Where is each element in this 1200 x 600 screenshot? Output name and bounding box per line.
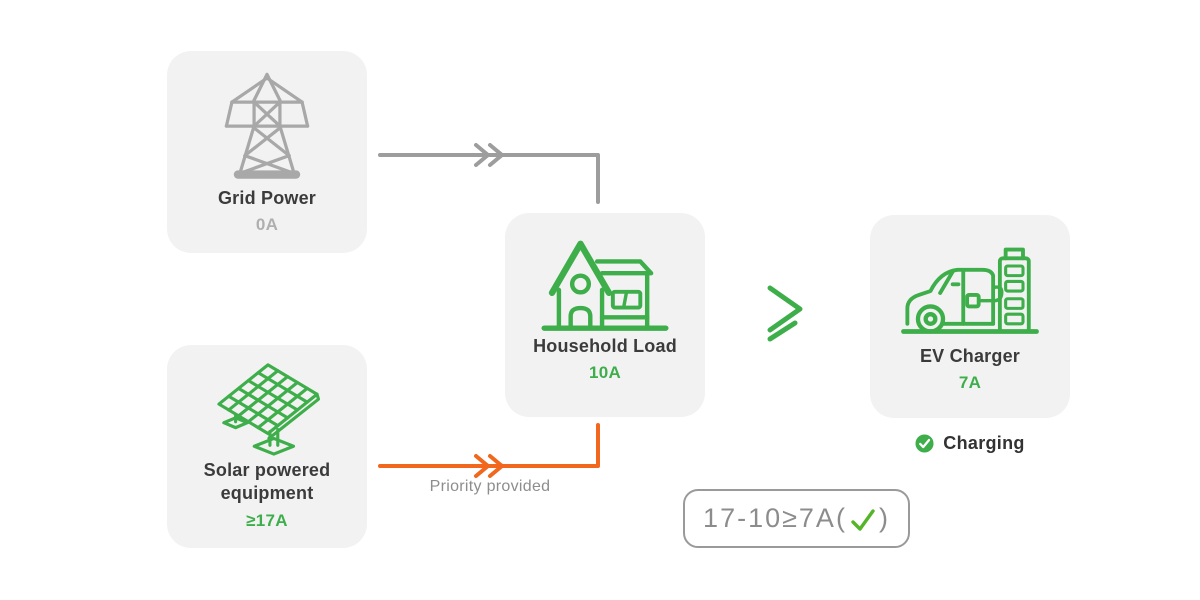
priority-provided-label: Priority provided	[429, 478, 551, 495]
formula-close-paren: )	[878, 503, 890, 533]
grid-to-household-arrow	[378, 143, 600, 204]
transmission-tower-icon	[224, 72, 310, 179]
card-value: 10A	[588, 363, 622, 383]
card-title: EV Charger	[919, 346, 1021, 366]
card-title: Solar powered equipment	[203, 460, 331, 504]
card-title: Household Load	[533, 336, 677, 356]
house-icon	[541, 240, 669, 331]
card-value: ≥17A	[246, 510, 288, 530]
card-value: 7A	[958, 373, 982, 393]
ev-car-charging-icon	[901, 247, 1039, 334]
solar-panel-icon	[217, 363, 321, 456]
formula-box: 17-10≥7A( )	[683, 489, 910, 548]
solar-to-household-arrow	[378, 423, 600, 478]
ev-charger-card: EV Charger 7A	[870, 215, 1070, 418]
card-title: Grid Power	[217, 188, 317, 208]
greater-equal-icon	[767, 285, 803, 342]
formula-expression: 17-10≥7A(	[703, 503, 847, 533]
household-load-card: Household Load 10A	[505, 213, 705, 417]
card-value: 0A	[255, 215, 279, 235]
charging-label: Charging	[943, 433, 1025, 453]
charging-status: Charging	[870, 433, 1070, 454]
grid-power-card: Grid Power 0A	[167, 51, 367, 253]
check-icon	[851, 508, 875, 531]
solar-equipment-card: Solar powered equipment ≥17A	[167, 345, 367, 548]
check-circle-icon	[915, 434, 934, 453]
